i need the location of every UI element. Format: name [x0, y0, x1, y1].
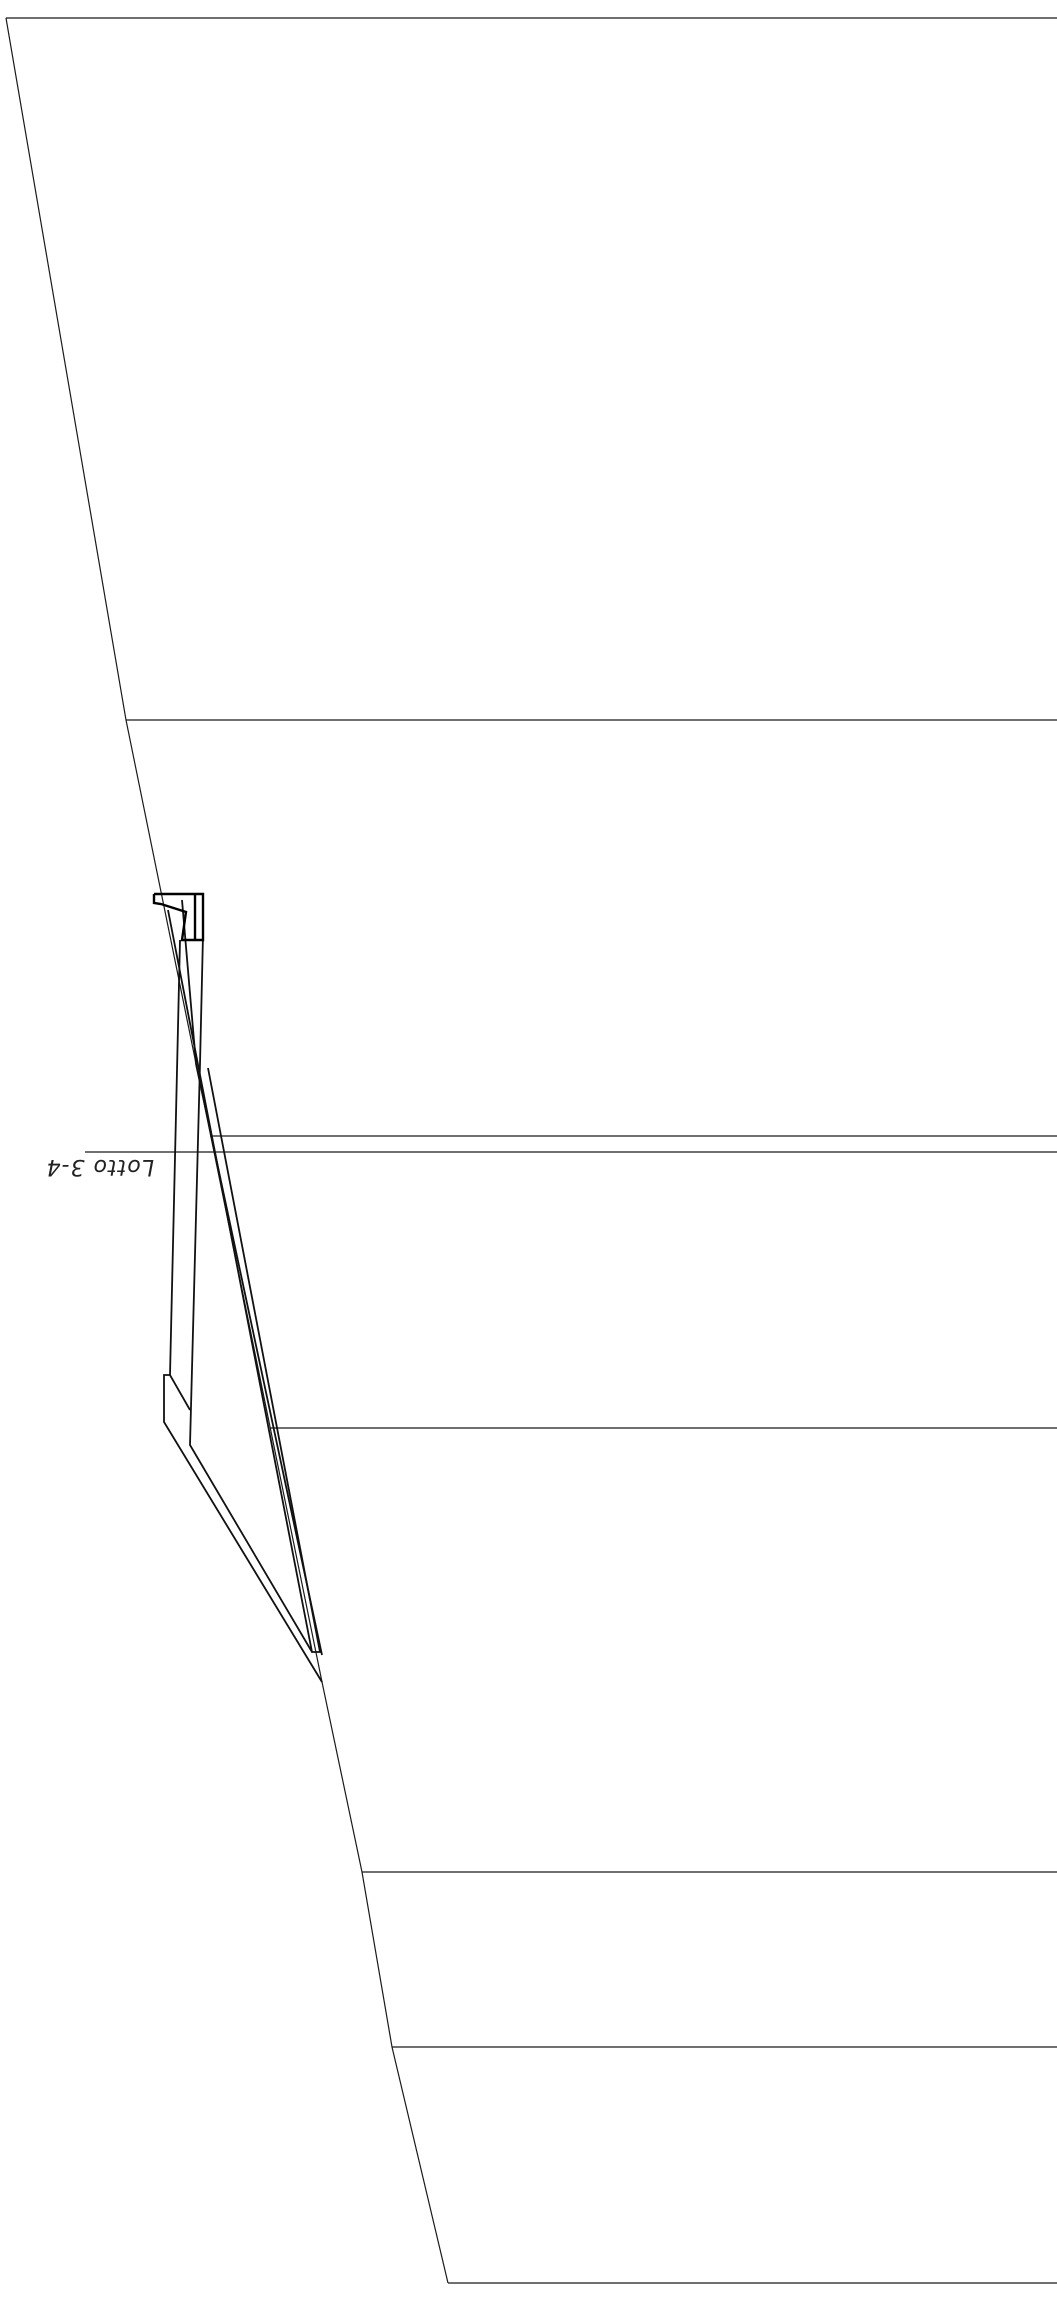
footprint-tail-outer — [163, 1374, 323, 1683]
footprint-top-cap — [152, 892, 205, 942]
cap-outer-line — [152, 892, 205, 942]
footprint-left-wall — [169, 939, 181, 1376]
lot-division-lines — [85, 719, 1057, 2048]
footprint-outer-line — [181, 899, 323, 1656]
left-boundary-line — [5, 17, 449, 2284]
lot-label: Lotto 3-4 — [46, 1154, 154, 1179]
footprint-inner-line — [167, 909, 322, 1653]
building-footprint — [163, 899, 323, 1683]
lot-label-group: Lotto 3-4 — [46, 1154, 154, 1179]
footprint-tail-inner — [189, 934, 313, 1653]
parcel-outline — [5, 17, 1057, 2284]
